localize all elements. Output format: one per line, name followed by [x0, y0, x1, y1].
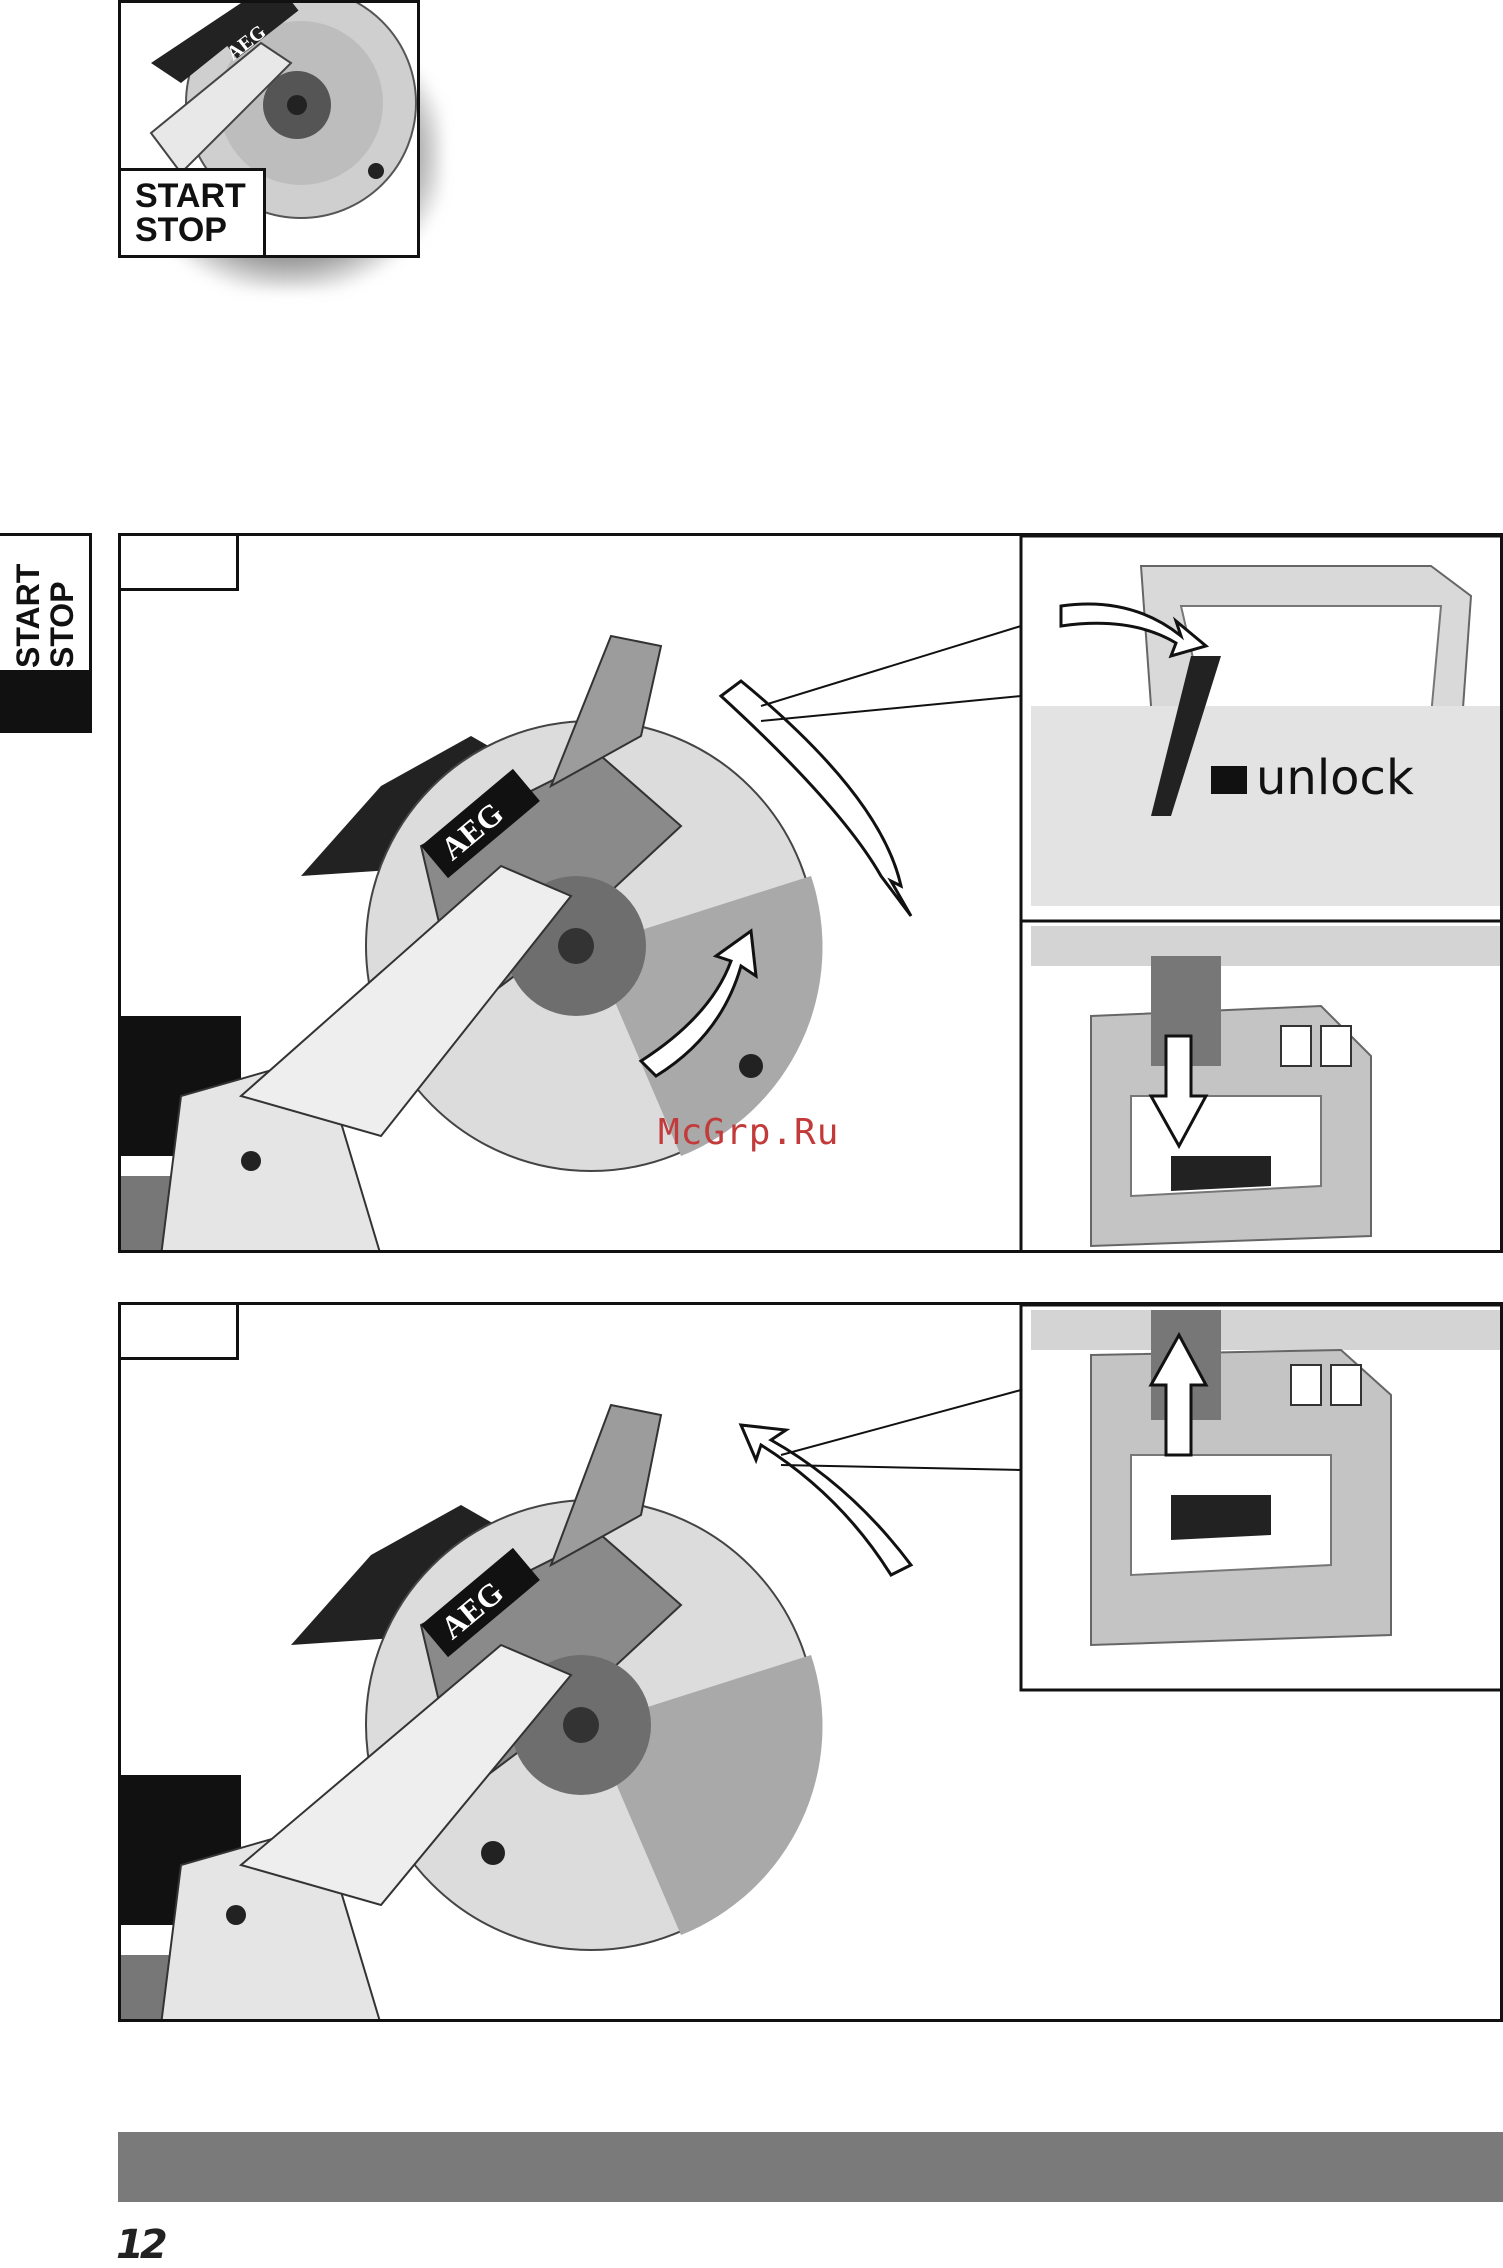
side-tab-label-area: START STOP — [0, 533, 92, 673]
watermark: McGrp.Ru — [658, 1112, 839, 1153]
side-tab-start: START — [10, 564, 47, 668]
start-label: START — [135, 179, 246, 213]
figure-2-number-box — [121, 1305, 239, 1360]
side-tab-stop: STOP — [44, 581, 81, 668]
figure-2-illustration: AEG — [121, 1305, 1503, 2022]
unlock-label: unlock — [1256, 750, 1414, 806]
start-stop-label-box: START STOP — [118, 168, 266, 258]
page-number: 12 — [116, 2222, 164, 2268]
figure-1-number-box — [121, 536, 239, 591]
figure-2-lock-raise: AEG — [118, 1302, 1503, 2022]
footer-bar — [118, 2132, 1503, 2202]
stop-label: STOP — [135, 213, 227, 247]
